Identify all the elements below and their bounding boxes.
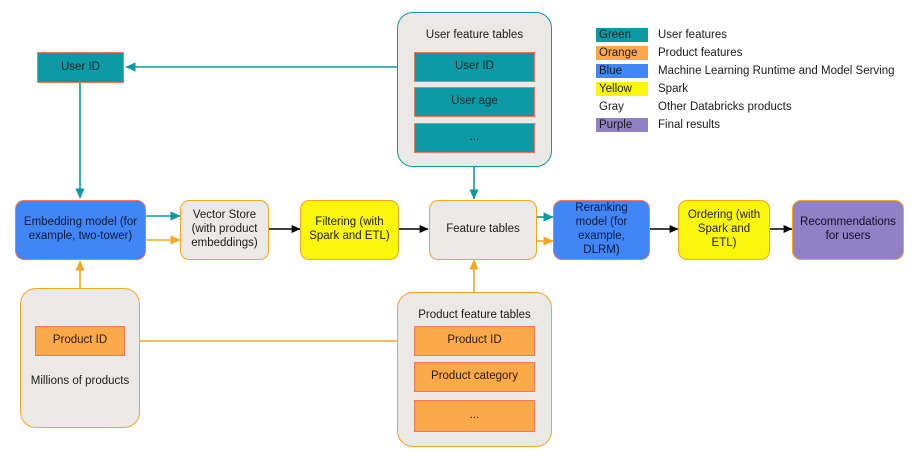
- embedding-model-label: Embedding model (for example, two-tower): [23, 216, 138, 242]
- legend-row-purple: Purple Final results: [596, 116, 895, 133]
- user-feature-row-user-age-label: User age: [451, 95, 498, 108]
- feature-tables-label: Feature tables: [446, 223, 520, 236]
- recommendations-label: Recommendations for users: [800, 216, 896, 242]
- vector-store-label: Vector Store (with product embeddings): [191, 209, 258, 249]
- legend-key-gray: Gray: [599, 100, 624, 113]
- product-feature-row-more-label: ...: [469, 409, 480, 422]
- millions-product-id-box[interactable]: Product ID: [35, 326, 125, 356]
- legend-label-purple: Final results: [658, 118, 720, 131]
- legend-key-purple: Purple: [596, 117, 648, 132]
- feature-tables-box[interactable]: Feature tables: [429, 200, 537, 260]
- reranking-model-label: Reranking model (for example, DLRM): [575, 202, 628, 256]
- product-feature-row-more[interactable]: ...: [414, 400, 535, 432]
- ordering-box[interactable]: Ordering (with Spark and ETL): [678, 200, 770, 260]
- user-feature-row-user-id-label: User ID: [455, 60, 494, 73]
- product-feature-row-product-category-label: Product category: [431, 370, 518, 383]
- user-id-label: User ID: [61, 60, 100, 73]
- legend-row-gray: Gray Other Databricks products: [596, 98, 895, 115]
- reranking-model-box[interactable]: Reranking model (for example, DLRM): [553, 200, 650, 260]
- legend-row-yellow: Yellow Spark: [596, 80, 895, 97]
- legend-row-green: Green User features: [596, 26, 895, 43]
- product-feature-row-product-id-label: Product ID: [447, 334, 502, 347]
- embedding-model-box[interactable]: Embedding model (for example, two-tower): [15, 200, 146, 260]
- user-feature-row-more[interactable]: ...: [414, 123, 535, 153]
- recommendations-box[interactable]: Recommendations for users: [792, 200, 904, 260]
- legend-label-gray: Other Databricks products: [658, 100, 792, 113]
- user-feature-row-user-id[interactable]: User ID: [414, 52, 535, 82]
- product-feature-row-product-category[interactable]: Product category: [414, 362, 535, 392]
- filtering-label: Filtering (with Spark and ETL): [309, 216, 390, 242]
- panel-product-feature-tables-title: Product feature tables: [418, 309, 531, 321]
- vector-store-box[interactable]: Vector Store (with product embeddings): [180, 200, 269, 260]
- product-feature-row-product-id[interactable]: Product ID: [414, 326, 535, 356]
- panel-millions-of-products: Millions of products: [20, 288, 140, 428]
- legend-key-blue: Blue: [596, 63, 648, 78]
- user-feature-row-more-label: ...: [469, 131, 480, 144]
- legend-label-blue: Machine Learning Runtime and Model Servi…: [658, 64, 895, 77]
- legend-label-green: User features: [658, 28, 728, 41]
- legend-key-orange: Orange: [596, 45, 648, 60]
- legend: Green User features Orange Product featu…: [596, 26, 895, 134]
- legend-row-blue: Blue Machine Learning Runtime and Model …: [596, 62, 895, 79]
- panel-millions-of-products-title: Millions of products: [30, 375, 130, 387]
- legend-key-yellow: Yellow: [596, 81, 648, 96]
- filtering-box[interactable]: Filtering (with Spark and ETL): [300, 200, 399, 260]
- ordering-label: Ordering (with Spark and ETL): [687, 209, 761, 249]
- user-feature-row-user-age[interactable]: User age: [414, 87, 535, 117]
- panel-user-feature-tables-title: User feature tables: [425, 29, 524, 41]
- legend-key-green: Green: [596, 27, 648, 42]
- user-id-box[interactable]: User ID: [37, 52, 124, 83]
- millions-product-id-label: Product ID: [52, 334, 108, 347]
- legend-label-yellow: Spark: [658, 82, 689, 95]
- legend-row-orange: Orange Product features: [596, 44, 895, 61]
- legend-label-orange: Product features: [658, 46, 743, 59]
